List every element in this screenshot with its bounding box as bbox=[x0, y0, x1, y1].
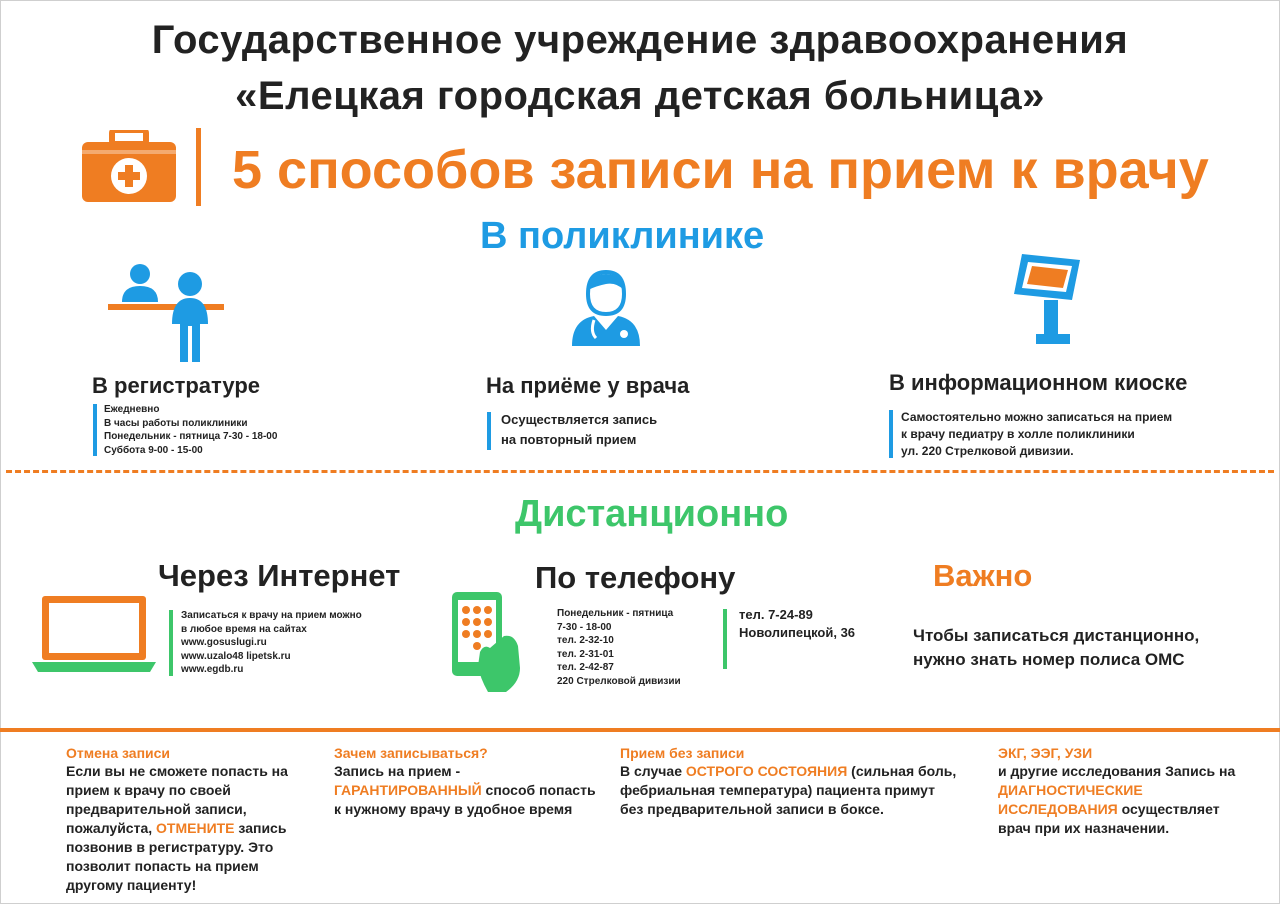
footer-divider bbox=[0, 728, 1280, 732]
footer-why: Зачем записываться? Запись на прием - ГА… bbox=[334, 745, 596, 817]
section-heading-remote: Дистанционно bbox=[515, 493, 789, 535]
doctor-icon bbox=[572, 268, 640, 346]
phone-bar bbox=[723, 609, 727, 669]
laptop-icon bbox=[32, 594, 156, 672]
phone-title: По телефону bbox=[535, 560, 736, 595]
reception-desk-icon bbox=[108, 262, 224, 364]
kiosk-details: Самостоятельно можно записаться на прием… bbox=[901, 410, 1173, 458]
phone-details: Понедельник - пятница 7-30 - 18-00 тел. … bbox=[557, 608, 681, 687]
institution-line1: Государственное учреждение здравоохранен… bbox=[151, 18, 1129, 62]
doctor-visit-title: На приёме у врача bbox=[486, 373, 690, 398]
doctor-visit-bar bbox=[487, 412, 491, 450]
internet-title: Через Интернет bbox=[158, 558, 401, 593]
important-text: Чтобы записаться дистанционно, нужно зна… bbox=[913, 626, 1200, 669]
footer-no-appointment: Прием без записи В случае ОСТРОГО СОСТОЯ… bbox=[620, 745, 957, 817]
doctor-visit-details: Осуществляется запись на повторный прием bbox=[501, 412, 658, 447]
internet-details: Записаться к врачу на прием можно в любо… bbox=[181, 610, 362, 675]
registry-bar bbox=[93, 404, 97, 456]
section-divider bbox=[6, 470, 1274, 473]
footer-diagnostics: ЭКГ, ЭЭГ, УЗИ и другие исследования Запи… bbox=[998, 745, 1236, 836]
registry-details: Ежедневно В часы работы поликлиники Поне… bbox=[104, 404, 278, 456]
section-heading-polyclinic: В поликлинике bbox=[480, 215, 765, 257]
info-kiosk-icon bbox=[1014, 254, 1080, 346]
kiosk-bar bbox=[889, 410, 893, 458]
first-aid-kit-icon bbox=[82, 127, 176, 202]
title-divider bbox=[196, 128, 201, 206]
kiosk-title: В информационном киоске bbox=[889, 370, 1188, 395]
smartphone-icon bbox=[450, 592, 522, 692]
footer-cancel: Отмена записи Если вы не сможете попасть… bbox=[66, 745, 288, 893]
page-title: 5 способов записи на прием к врачу bbox=[232, 140, 1209, 200]
important-title: Важно bbox=[933, 558, 1033, 593]
institution-line2: «Елецкая городская детская больница» bbox=[235, 74, 1045, 118]
registry-title: В регистратуре bbox=[92, 373, 260, 398]
internet-bar bbox=[169, 610, 173, 676]
phone-alt-details: тел. 7-24-89 Новолипецкой, 36 bbox=[739, 607, 856, 640]
